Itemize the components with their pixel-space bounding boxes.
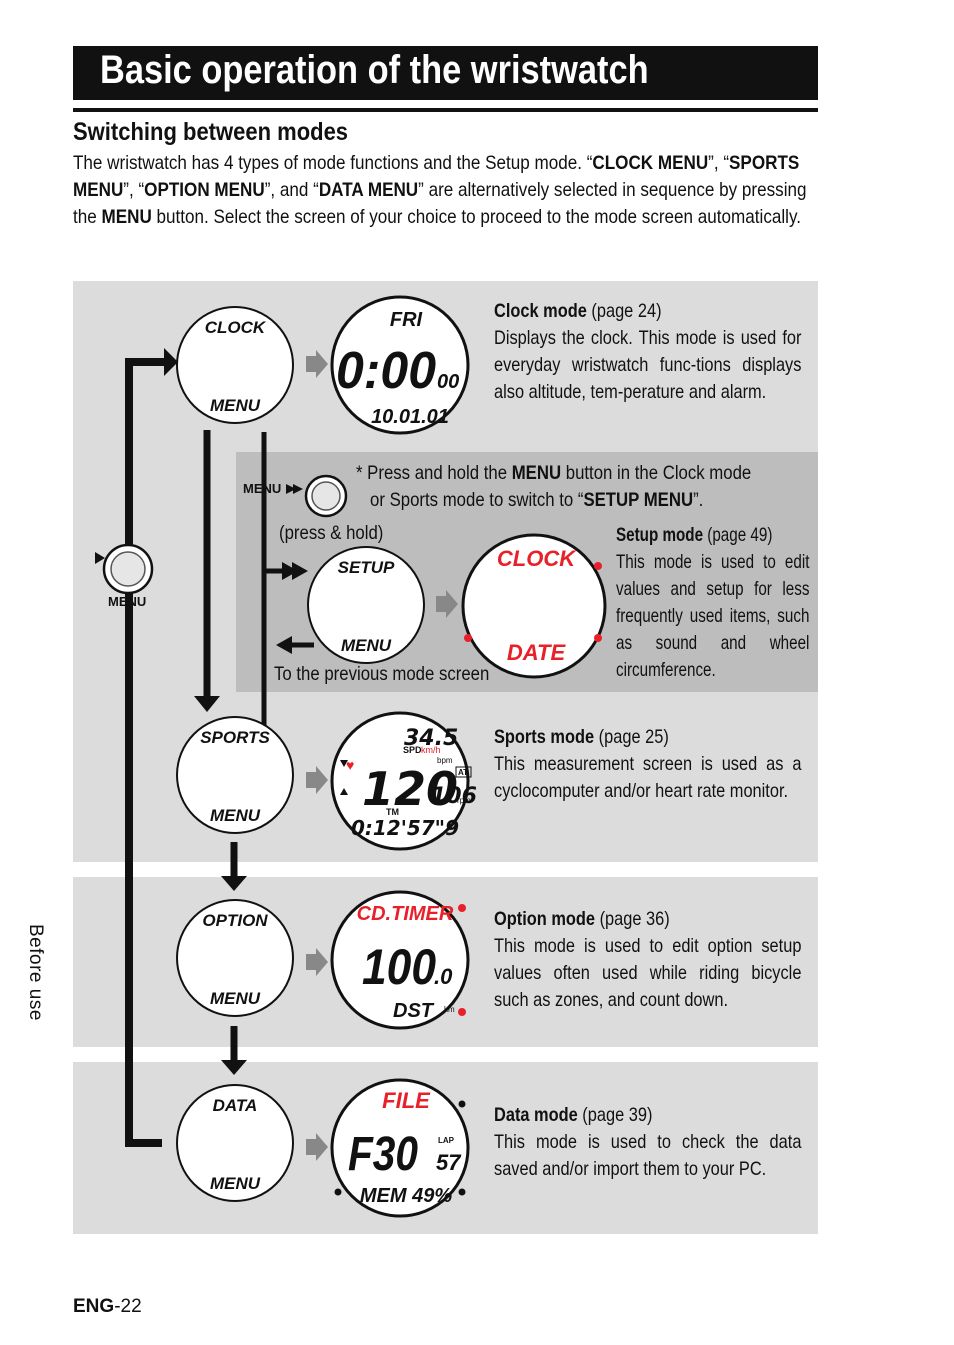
data-lap-value: 57	[436, 1150, 462, 1175]
sports-to-option-arrow	[221, 876, 247, 891]
data-mode-description: Data mode (page 39)This mode is used to …	[494, 1104, 802, 1180]
arrow-sports	[306, 766, 328, 794]
arrow-setup	[436, 590, 458, 618]
side-tab: Before use	[25, 924, 46, 1021]
arrow-option	[306, 948, 328, 976]
clock-menu-screen	[176, 306, 294, 424]
clock-mode-screen	[330, 295, 470, 435]
setup-note-line1: * Press and hold the MENU button in the …	[356, 462, 752, 484]
sports-speed: 34.5	[404, 726, 458, 751]
setup-item-date: DATE	[507, 640, 567, 665]
data-title: FILE	[382, 1088, 431, 1113]
data-lap-label: LAP	[438, 1136, 455, 1145]
sports-heart-rate: 120	[362, 762, 458, 816]
menu-label: MENU	[341, 636, 392, 655]
sports-bpm-label: bpm	[437, 756, 453, 765]
sports-mode-description: Sports mode (page 25)This measurement sc…	[494, 726, 802, 802]
setup-menu-screen	[307, 546, 425, 664]
page-title: Basic operation of the wristwatch	[100, 48, 649, 92]
clock-date: 10.01.01	[371, 406, 449, 428]
menu-label: MENU	[210, 1174, 261, 1193]
data-file-number: F30	[348, 1128, 418, 1181]
option-mode-screen	[330, 890, 470, 1030]
menu-label: MENU	[210, 396, 261, 415]
panel-gap	[236, 1047, 818, 1062]
sports-at-badge: AT	[458, 768, 468, 777]
option-decimal: .0	[434, 964, 453, 989]
option-menu-label: OPTION	[202, 911, 268, 930]
sports-cadence: 106	[431, 784, 477, 809]
option-dst: DST	[393, 1000, 435, 1022]
loop-line	[125, 358, 164, 1147]
menu-label: MENU	[210, 806, 261, 825]
return-arrow	[276, 636, 292, 654]
menu-button-label: MENU	[108, 594, 147, 609]
clock-menu-label: CLOCK	[205, 318, 267, 337]
menu-hold-label: MENU	[243, 481, 282, 496]
setup-note-line2: or Sports mode to switch to “SETUP MENU”…	[370, 489, 704, 511]
option-km-label: km	[444, 1005, 455, 1014]
sports-menu-screen	[176, 716, 294, 834]
clock-seconds: 00	[437, 371, 459, 393]
data-menu-label: DATA	[213, 1096, 258, 1115]
arrow-data	[306, 1133, 328, 1161]
sports-mode-screen	[330, 711, 470, 851]
clock-mode-description: Clock mode (page 24)Displays the clock. …	[494, 300, 802, 403]
title-bar	[73, 46, 818, 100]
option-value: 100	[362, 939, 436, 995]
setup-menu-label: SETUP	[338, 558, 395, 577]
sports-tm-label: TM	[386, 807, 399, 817]
clock-time: 0:00	[336, 342, 436, 400]
data-mode-screen	[330, 1078, 470, 1218]
setup-item-clock: CLOCK	[497, 546, 577, 571]
option-to-data-arrow	[221, 1060, 247, 1075]
page-footer: ENG-22	[73, 1296, 142, 1317]
option-menu-screen	[176, 899, 294, 1017]
loop-arrow-head	[164, 348, 178, 376]
sports-time: 0:12'57"9	[351, 816, 459, 840]
option-title: CD.TIMER	[357, 903, 454, 925]
title-rule	[73, 108, 818, 112]
press-hold-label: (press & hold)	[279, 522, 384, 544]
sports-rpm-label: rpm	[457, 796, 471, 805]
clock-day: FRI	[390, 309, 423, 331]
sports-menu-label: SPORTS	[200, 728, 270, 747]
option-mode-description: Option mode (page 36)This mode is used t…	[494, 908, 802, 1011]
to-previous-label: To the previous mode screen	[274, 663, 490, 685]
down-icon	[340, 760, 348, 767]
sports-kmh-label: km/h	[421, 745, 441, 755]
section-heading: Switching between modes	[73, 118, 349, 146]
intro-paragraph: The wristwatch has 4 types of mode funct…	[73, 152, 807, 228]
panel-gap	[236, 862, 818, 877]
clock-to-sports-arrow	[194, 696, 220, 712]
setup-mode-screen	[461, 533, 607, 679]
data-memory: MEM 49%	[360, 1185, 452, 1207]
data-menu-screen	[176, 1084, 294, 1202]
heart-icon: ♥	[346, 757, 354, 773]
setup-mode-description: Setup mode (page 49)This mode is used to…	[616, 524, 810, 681]
arrow-clock	[306, 350, 328, 378]
menu-label: MENU	[210, 989, 261, 1008]
up-icon	[340, 788, 348, 795]
sports-spd-label: SPD	[403, 745, 422, 755]
